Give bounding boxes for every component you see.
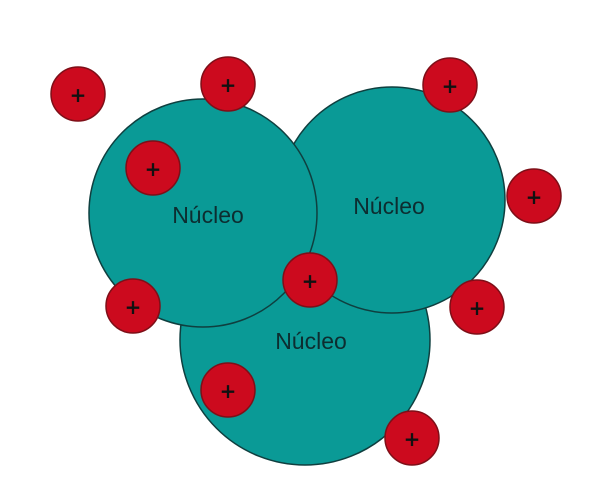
proton: +	[449, 279, 505, 335]
proton: +	[50, 66, 106, 122]
proton: +	[200, 56, 256, 112]
proton-sign: +	[220, 73, 237, 97]
proton-sign: +	[220, 379, 237, 403]
proton-sign: +	[145, 157, 162, 181]
proton: +	[384, 410, 440, 466]
proton-sign: +	[302, 269, 319, 293]
proton-sign: +	[125, 295, 142, 319]
nucleus-label-left: Núcleo	[172, 202, 244, 228]
nucleus-label-right: Núcleo	[353, 193, 425, 219]
proton: +	[105, 278, 161, 334]
proton-sign: +	[469, 296, 486, 320]
proton: +	[200, 362, 256, 418]
proton: +	[422, 57, 478, 113]
proton-sign: +	[526, 185, 543, 209]
nucleus-label-bottom: Núcleo	[275, 328, 347, 354]
proton: +	[506, 168, 562, 224]
proton: +	[125, 140, 181, 196]
proton: +	[282, 252, 338, 308]
proton-sign: +	[404, 427, 421, 451]
proton-sign: +	[442, 74, 459, 98]
proton-sign: +	[70, 83, 87, 107]
